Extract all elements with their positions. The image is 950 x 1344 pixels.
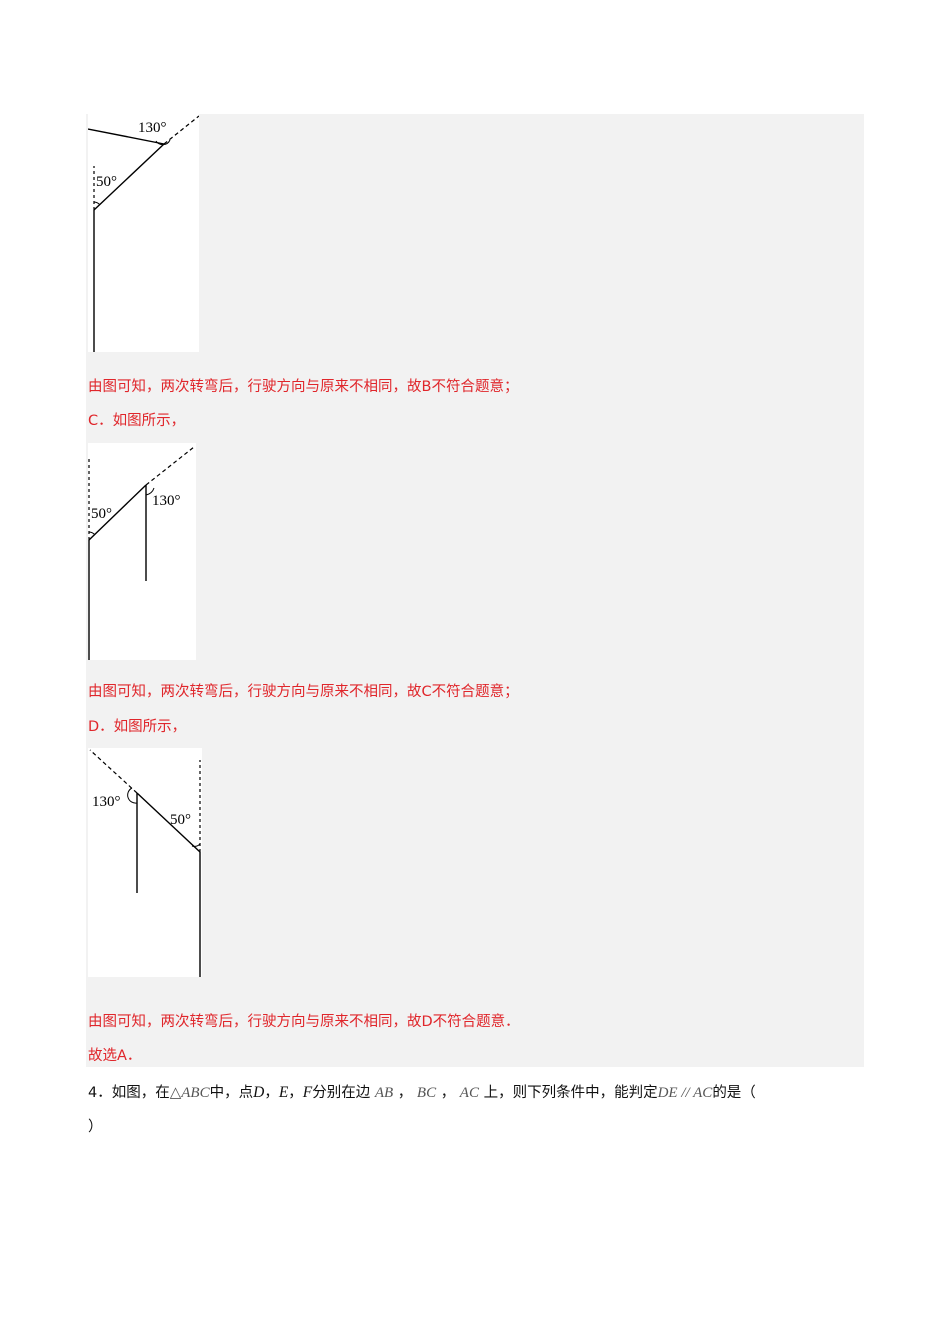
angle-label: 50° bbox=[96, 174, 117, 190]
figure-option-c: 50° 130° bbox=[88, 443, 196, 660]
angle-label: 130° bbox=[92, 794, 121, 810]
solution-box bbox=[86, 114, 864, 1067]
solution-c-intro: C．如图所示， bbox=[88, 413, 186, 429]
figure-option-b: 130° 50° bbox=[88, 114, 199, 352]
angle-label: 130° bbox=[152, 493, 181, 509]
solution-b-conclusion: 由图可知，两次转弯后，行驶方向与原来不相同，故B不符合题意； bbox=[88, 379, 519, 395]
triangle-abc: △ABC bbox=[169, 1085, 210, 1101]
solution-final-answer: 故选A． bbox=[88, 1048, 142, 1064]
question-number: 4． bbox=[88, 1085, 112, 1101]
angle-label: 50° bbox=[91, 506, 112, 522]
angle-label: 50° bbox=[170, 812, 191, 828]
condition-de-parallel-ac: DE // AC bbox=[657, 1085, 713, 1101]
figure-option-d: 130° 50° bbox=[88, 748, 202, 977]
solution-d-conclusion: 由图可知，两次转弯后，行驶方向与原来不相同，故D不符合题意． bbox=[88, 1014, 520, 1030]
angle-label: 130° bbox=[138, 120, 167, 136]
solution-d-intro: D．如图所示， bbox=[88, 719, 187, 735]
question-4-close-paren: ） bbox=[88, 1119, 103, 1135]
solution-c-conclusion: 由图可知，两次转弯后，行驶方向与原来不相同，故C不符合题意； bbox=[88, 684, 519, 700]
question-4: 4．如图，在△ABC中，点D，E，F分别在边 AB ， BC ， AC 上，则下… bbox=[88, 1084, 756, 1101]
